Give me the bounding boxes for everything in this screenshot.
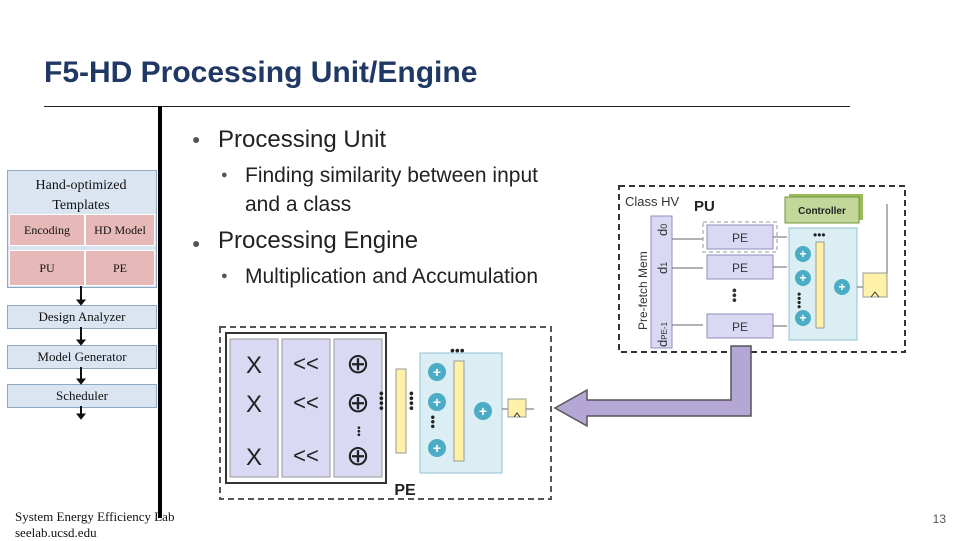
pu-label: PU bbox=[694, 198, 715, 215]
pu-adder-plus-2: + bbox=[799, 271, 806, 285]
vertical-divider bbox=[158, 106, 162, 518]
design-analyzer-box: Design Analyzer bbox=[7, 305, 157, 329]
bullet-pu-description-line2: and a class bbox=[245, 193, 352, 216]
scheduler-box: Scheduler bbox=[7, 384, 157, 408]
pe-left-dots-2: •••• bbox=[374, 391, 390, 411]
pu-diagram: Class HV PU Controller Pre-fetch Mem d0 … bbox=[618, 185, 906, 353]
pe-op-mul-1: X bbox=[246, 352, 262, 379]
lab-footer: System Energy Efficiency Lab seelab.ucsd… bbox=[15, 509, 174, 541]
pe-adder-dots: ••• bbox=[426, 415, 441, 429]
pu-pe-box-1 bbox=[706, 224, 774, 250]
pe-accumulator-bar bbox=[453, 360, 465, 462]
controller-label: Controller bbox=[798, 206, 846, 217]
flow-arrow-3 bbox=[75, 367, 87, 385]
pe-adder-top-dots: ••• bbox=[450, 342, 465, 358]
pe-adder-plus-1: + bbox=[433, 364, 441, 380]
bullet-processing-engine: Processing Engine bbox=[218, 227, 419, 254]
bullet-pu-description-line1: Finding similarity between input bbox=[245, 164, 538, 187]
adder-tree-dots: ••• bbox=[813, 228, 826, 242]
pe-diagram: X << ⊕ X << ⊕ X << ⊕ ••• •••• •••• ••• +… bbox=[219, 326, 552, 500]
templates-title-line2: Templates bbox=[52, 198, 110, 213]
flow-arrow-2 bbox=[75, 327, 87, 346]
pe-adder-plus-2: + bbox=[433, 394, 441, 410]
pu-template: PU bbox=[9, 250, 85, 286]
lab-name: System Energy Efficiency Lab bbox=[15, 509, 175, 524]
flow-arrow-1 bbox=[75, 286, 87, 306]
bullet-dot: ● bbox=[192, 131, 201, 147]
bullet-dot: ● bbox=[192, 235, 201, 251]
d1-label: d1 bbox=[655, 262, 670, 274]
pe-template: PE bbox=[85, 250, 155, 286]
templates-title-line1: Hand-optimized bbox=[35, 178, 127, 193]
class-hv-label: Class HV bbox=[625, 194, 680, 209]
pe-highlight-dashed bbox=[702, 221, 778, 253]
prefetch-mem-label: Pre-fetch Mem bbox=[636, 251, 650, 330]
pe-op-mul-3: X bbox=[246, 444, 262, 471]
pu-accumulator-bar bbox=[815, 241, 825, 329]
pu-output-register bbox=[862, 272, 888, 298]
pu-pe-label-2: PE bbox=[732, 261, 748, 275]
pu-pe-label-3: PE bbox=[732, 320, 748, 334]
pu-adder-dots: •••• bbox=[792, 292, 806, 309]
pu-adder-1 bbox=[795, 246, 811, 262]
pe-adder-3 bbox=[428, 439, 446, 457]
pu-pe-label-1: PE bbox=[732, 231, 748, 245]
pe-op-xor-1: ⊕ bbox=[346, 348, 369, 379]
pe-op-xor-3: ⊕ bbox=[346, 440, 369, 471]
pe-op-mul-2: X bbox=[246, 391, 262, 418]
pu-pe-ellipsis: ••• bbox=[727, 288, 743, 303]
pu-adder-3 bbox=[795, 310, 811, 326]
encoding-template: Encoding bbox=[9, 214, 85, 246]
pe-adder-final bbox=[474, 402, 492, 420]
pe-adder-plus-3: + bbox=[433, 440, 441, 456]
pu-pe-box-2 bbox=[706, 254, 774, 280]
d0-label: d0 bbox=[655, 224, 670, 236]
connector-arrow bbox=[553, 345, 752, 428]
dpe-label: dPE-1 bbox=[655, 321, 670, 347]
pe-op-shift-3: << bbox=[293, 443, 319, 468]
pu-adder-plus-final: + bbox=[838, 280, 845, 294]
pu-adder-plus-3: + bbox=[799, 311, 806, 325]
bullet-processing-unit: Processing Unit bbox=[218, 126, 387, 153]
bullet-dot: ● bbox=[221, 270, 228, 282]
pu-adder-plus-1: + bbox=[799, 247, 806, 261]
bullet-pe-description: Multiplication and Accumulation bbox=[245, 265, 538, 288]
pe-mux-bar bbox=[395, 368, 407, 454]
lab-url[interactable]: seelab.ucsd.edu bbox=[15, 525, 97, 540]
controller-box bbox=[784, 196, 860, 224]
pe-outer-border bbox=[219, 326, 552, 500]
pe-diagram-label: PE bbox=[394, 482, 416, 499]
model-generator-box: Model Generator bbox=[7, 345, 157, 369]
bullet-dot: ● bbox=[221, 169, 228, 181]
title-underline bbox=[44, 106, 850, 107]
prefetch-column bbox=[650, 215, 673, 349]
pe-op-xor-2: ⊕ bbox=[346, 387, 369, 418]
pe-grid-dots: ••• bbox=[353, 426, 364, 437]
pe-op-shift-1: << bbox=[293, 351, 319, 376]
pe-left-dots: •••• bbox=[404, 391, 420, 411]
pu-outer-border bbox=[618, 185, 906, 353]
hd-model-template: HD Model bbox=[85, 214, 155, 246]
pe-adder-plus-final: + bbox=[479, 403, 487, 419]
pe-op-grid bbox=[229, 338, 383, 478]
pe-adder-1 bbox=[428, 363, 446, 381]
pu-adder-2 bbox=[795, 270, 811, 286]
pu-adder-final bbox=[834, 279, 850, 295]
slide-title: F5-HD Processing Unit/Engine bbox=[44, 56, 478, 89]
pe-output-register bbox=[507, 398, 527, 418]
pe-op-shift-2: << bbox=[293, 390, 319, 415]
page-number: 13 bbox=[932, 512, 946, 526]
pe-adder-2 bbox=[428, 393, 446, 411]
